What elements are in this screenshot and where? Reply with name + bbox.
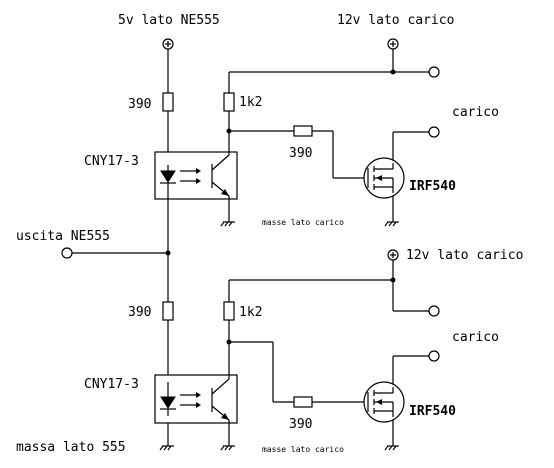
supply-12v-top-terminal bbox=[387, 38, 399, 50]
r-pull-bottom bbox=[223, 301, 235, 321]
r-pull-bottom-value: 1k2 bbox=[239, 305, 262, 320]
ground-load-bottom-label: masse lato carico bbox=[262, 445, 344, 454]
junction-input bbox=[165, 250, 171, 256]
r-gate-bottom-value: 390 bbox=[289, 417, 312, 432]
r-led-bottom bbox=[162, 301, 174, 321]
output-12v-top-terminal bbox=[428, 66, 440, 78]
mosfet-top bbox=[363, 157, 405, 199]
mosfet-bottom-label: IRF540 bbox=[409, 404, 456, 419]
junction-collector-bottom bbox=[226, 339, 232, 345]
r-pull-top bbox=[223, 92, 235, 112]
load-top-terminal bbox=[428, 126, 440, 138]
ground-load-top-label: masse lato carico bbox=[262, 218, 344, 227]
supply-5v-terminal bbox=[162, 38, 174, 50]
r-gate-top bbox=[293, 125, 313, 137]
ground-555-label: massa lato 555 bbox=[16, 440, 126, 455]
input-terminal bbox=[61, 247, 73, 259]
load-top-label: carico bbox=[452, 105, 499, 120]
mosfet-bottom bbox=[363, 381, 405, 423]
r-gate-bottom bbox=[293, 396, 313, 408]
r-pull-top-value: 1k2 bbox=[239, 95, 262, 110]
junction-12v-top bbox=[390, 69, 396, 75]
supply-5v-label: 5v lato NE555 bbox=[118, 13, 220, 28]
junction-12v-bottom bbox=[390, 277, 396, 283]
opto-top-label: CNY17-3 bbox=[84, 154, 139, 169]
junction-collector-top bbox=[226, 128, 232, 134]
opto-top bbox=[154, 151, 238, 200]
input-label: uscita NE555 bbox=[16, 229, 110, 244]
bottom-load-wires bbox=[228, 260, 429, 446]
r-led-top-value: 390 bbox=[128, 97, 151, 112]
opto-bottom bbox=[154, 374, 238, 424]
ground-symbol-opto-bottom bbox=[220, 445, 235, 451]
r-gate-top-value: 390 bbox=[289, 146, 312, 161]
opto-bottom-label: CNY17-3 bbox=[84, 377, 139, 392]
r-led-top bbox=[162, 92, 174, 112]
supply-12v-bottom-label: 12v lato carico bbox=[406, 248, 523, 263]
ground-symbol-555 bbox=[159, 445, 174, 451]
ground-symbol-opto-top bbox=[220, 221, 235, 227]
ground-symbol-mosfet-bottom bbox=[384, 445, 399, 451]
load-bottom-terminal bbox=[428, 350, 440, 362]
load-bottom-label: carico bbox=[452, 330, 499, 345]
supply-12v-top-label: 12v lato carico bbox=[337, 13, 454, 28]
top-load-wires bbox=[228, 49, 429, 222]
ground-symbol-mosfet-top bbox=[384, 221, 399, 227]
mosfet-top-label: IRF540 bbox=[409, 179, 456, 194]
supply-12v-bottom-terminal bbox=[387, 249, 399, 261]
output-12v-bottom-terminal bbox=[428, 305, 440, 317]
r-led-bottom-value: 390 bbox=[128, 305, 151, 320]
